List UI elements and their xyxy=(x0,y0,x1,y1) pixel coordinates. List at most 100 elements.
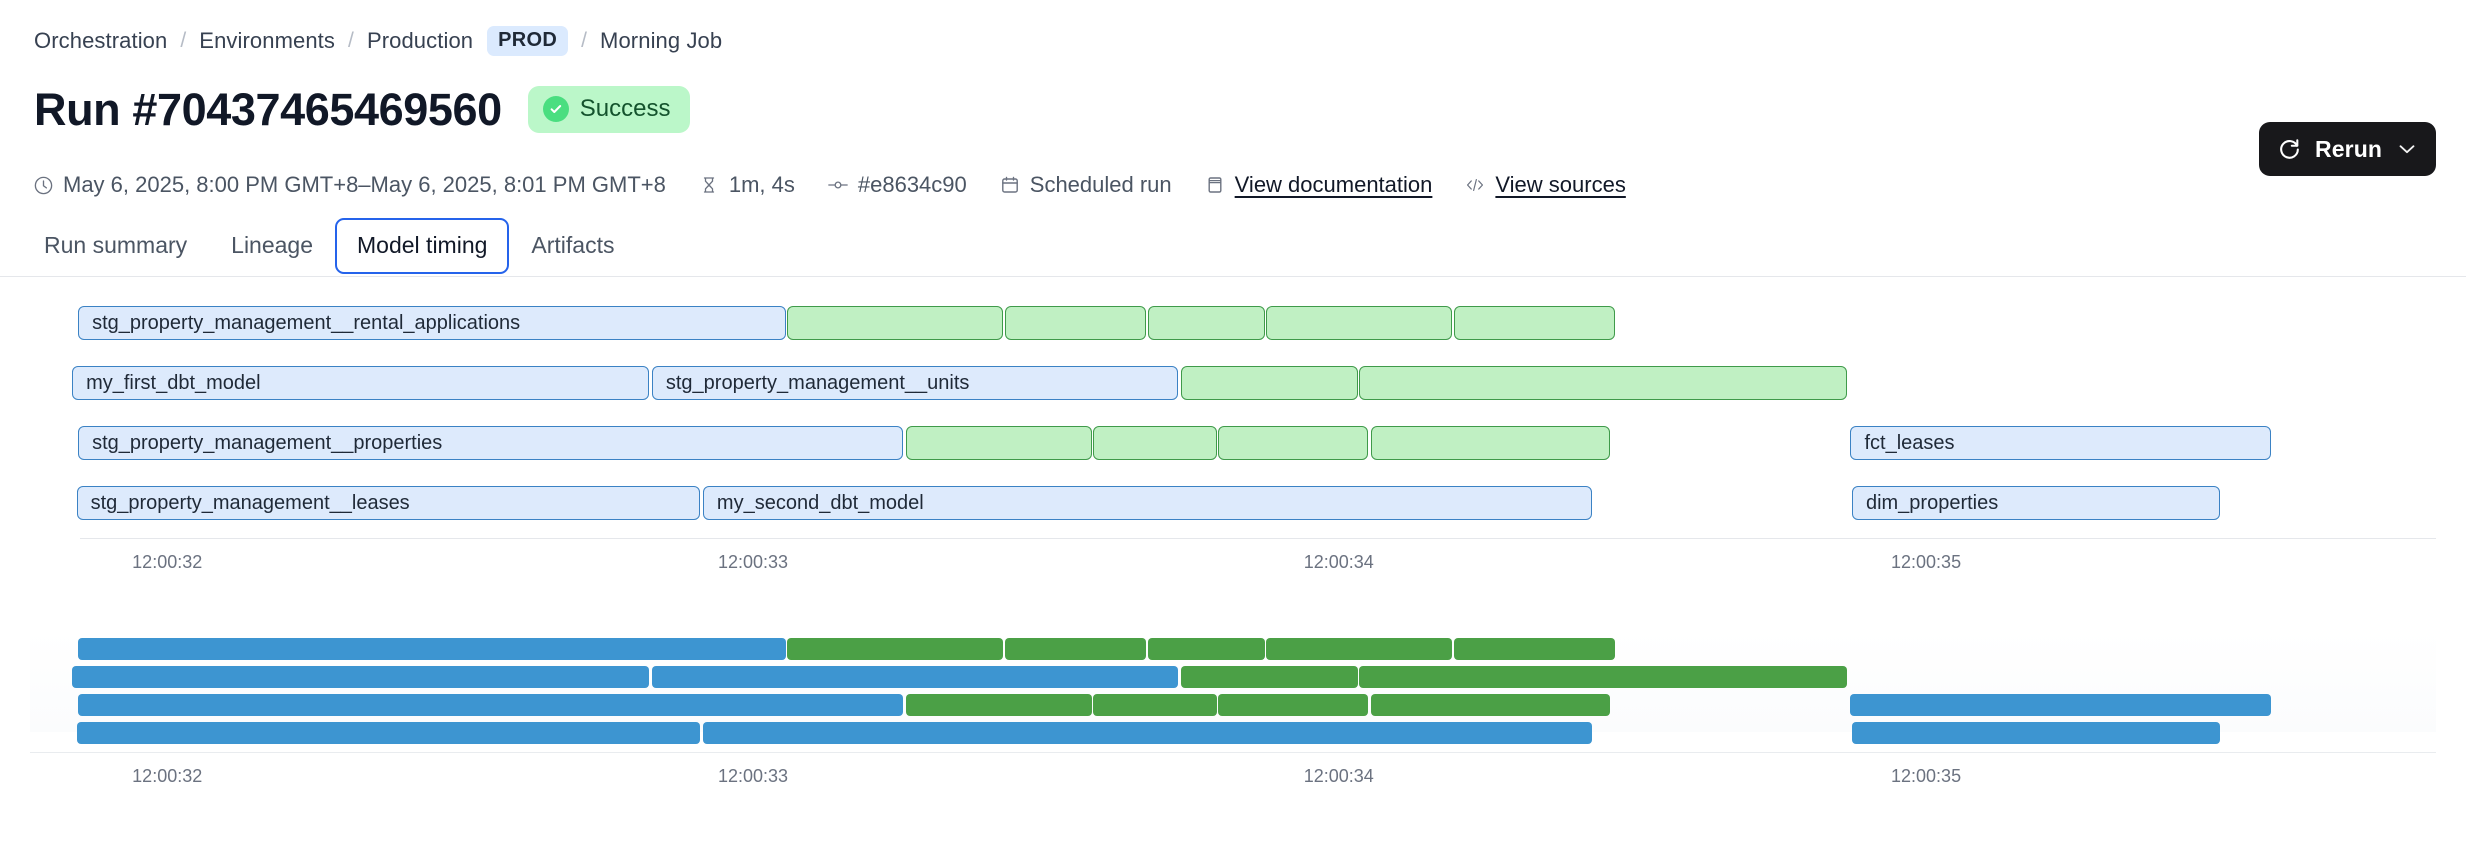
gantt-bar-label: stg_property_management__properties xyxy=(92,431,443,454)
overview-bar[interactable] xyxy=(1359,666,1848,688)
calendar-icon xyxy=(999,174,1021,196)
clock-icon xyxy=(32,174,54,196)
overview-bar[interactable] xyxy=(702,722,1593,744)
model-timing-gantt: stg_property_management__rental_applicat… xyxy=(0,300,2466,585)
gantt-bar-my_second_dbt_model[interactable]: my_second_dbt_model xyxy=(702,486,1593,520)
gantt-bar-label: dim_properties xyxy=(1865,491,1999,514)
overview-bar[interactable] xyxy=(1266,638,1453,660)
overview-bar[interactable] xyxy=(78,638,786,660)
view-documentation-link[interactable]: View documentation xyxy=(1234,172,1433,197)
overview-bar[interactable] xyxy=(78,694,903,716)
overview-bar[interactable] xyxy=(76,722,700,744)
hourglass-icon xyxy=(698,174,720,196)
rerun-button-label: Rerun xyxy=(2315,135,2382,162)
meta-commit: #e8634c90 xyxy=(827,172,967,198)
meta-trigger-label: Scheduled run xyxy=(1029,172,1172,197)
gantt-bar-stg_property_management__rental_applications[interactable]: stg_property_management__rental_applicat… xyxy=(78,306,786,340)
gantt-bar-test[interactable] xyxy=(1371,426,1611,460)
tab-bar-divider xyxy=(0,276,2466,277)
axis-tick-label: 12:00:33 xyxy=(717,552,789,572)
status-badge: Success xyxy=(527,86,691,133)
axis-tick-label: 12:00:34 xyxy=(1303,552,1374,572)
tab-model-timing[interactable]: Model timing xyxy=(335,218,510,274)
tab-artifacts[interactable]: Artifacts xyxy=(531,232,615,258)
gantt-bar-label: stg_property_management__rental_applicat… xyxy=(92,311,521,334)
gantt-bar-stg_property_management__units[interactable]: stg_property_management__units xyxy=(651,366,1178,400)
overview-bar[interactable] xyxy=(1851,722,2220,744)
breadcrumb-item-environments[interactable]: Environments xyxy=(199,28,335,53)
overview-axis-line xyxy=(30,752,2436,753)
gantt-bar-my_first_dbt_model[interactable]: my_first_dbt_model xyxy=(72,366,649,400)
gantt-bar-test[interactable] xyxy=(787,306,1004,340)
meta-commit-label: #e8634c90 xyxy=(857,172,967,197)
breadcrumb-item-orchestration[interactable]: Orchestration xyxy=(34,28,168,53)
code-icon xyxy=(1464,174,1486,196)
gantt-bar-test[interactable] xyxy=(1093,426,1217,460)
overview-bar[interactable] xyxy=(1850,694,2271,716)
overview-bar[interactable] xyxy=(905,694,1092,716)
breadcrumb-separator: / xyxy=(180,29,187,52)
meta-duration: 1m, 4s xyxy=(698,172,795,198)
overview-axis-tick-label: 12:00:35 xyxy=(1891,766,1962,786)
gantt-bar-test[interactable] xyxy=(905,426,1092,460)
meta-duration-label: 1m, 4s xyxy=(728,172,795,197)
git-commit-icon xyxy=(827,174,849,196)
gantt-bar-test[interactable] xyxy=(1147,306,1265,340)
meta-trigger: Scheduled run xyxy=(999,172,1172,198)
gantt-bar-test[interactable] xyxy=(1359,366,1848,400)
overview-bar[interactable] xyxy=(1371,694,1611,716)
axis-tick-label: 12:00:35 xyxy=(1891,552,1962,572)
gantt-bar-label: stg_property_management__units xyxy=(665,371,970,394)
gantt-bar-test[interactable] xyxy=(1180,366,1358,400)
overview-axis-tick-label: 12:00:34 xyxy=(1303,766,1374,786)
check-circle-icon xyxy=(542,96,569,122)
meta-sources[interactable]: View sources xyxy=(1464,172,1626,198)
gantt-bar-dim_properties[interactable]: dim_properties xyxy=(1851,486,2220,520)
overview-bar[interactable] xyxy=(787,638,1004,660)
gantt-bar-fct_leases[interactable]: fct_leases xyxy=(1850,426,2271,460)
meta-docs[interactable]: View documentation xyxy=(1204,172,1433,198)
overview-axis-tick-label: 12:00:32 xyxy=(132,766,203,786)
overview-bar[interactable] xyxy=(1453,638,1615,660)
gantt-row: stg_property_management__rental_applicat… xyxy=(0,306,2466,340)
overview-row xyxy=(0,694,2466,716)
gantt-bar-test[interactable] xyxy=(1004,306,1147,340)
overview-bar[interactable] xyxy=(1004,638,1147,660)
gantt-bar-test[interactable] xyxy=(1453,306,1615,340)
overview-row xyxy=(0,666,2466,688)
gantt-bar-label: stg_property_management__leases xyxy=(90,491,410,514)
gantt-row: stg_property_management__properties fct_l… xyxy=(0,426,2466,460)
gantt-bar-label: my_first_dbt_model xyxy=(86,371,261,394)
overview-bar[interactable] xyxy=(1218,694,1369,716)
view-sources-link[interactable]: View sources xyxy=(1495,172,1626,197)
gantt-bar-label: my_second_dbt_model xyxy=(716,491,924,514)
gantt-row: my_first_dbt_model stg_property_managemen… xyxy=(0,366,2466,400)
tab-lineage[interactable]: Lineage xyxy=(231,232,314,258)
breadcrumb-item-current: Morning Job xyxy=(600,28,723,53)
overview-bar[interactable] xyxy=(651,666,1178,688)
run-meta-row: May 6, 2025, 8:00 PM GMT+8–May 6, 2025, … xyxy=(32,172,1626,198)
rerun-button[interactable]: Rerun xyxy=(2259,122,2436,176)
breadcrumb-item-production[interactable]: Production xyxy=(366,28,474,53)
gantt-bar-test[interactable] xyxy=(1266,306,1453,340)
overview-row xyxy=(0,722,2466,744)
tab-run-summary[interactable]: Run summary xyxy=(44,232,188,258)
overview-bar[interactable] xyxy=(1147,638,1265,660)
environment-badge-prod: PROD xyxy=(487,26,569,56)
meta-timerange-label: May 6, 2025, 8:00 PM GMT+8–May 6, 2025, … xyxy=(63,172,666,197)
overview-bar[interactable] xyxy=(72,666,649,688)
overview-row xyxy=(0,638,2466,660)
gantt-bar-test[interactable] xyxy=(1218,426,1369,460)
chevron-down-icon[interactable] xyxy=(2398,143,2416,155)
gantt-row: stg_property_management__leases my_second… xyxy=(0,486,2466,520)
breadcrumb-separator: / xyxy=(581,29,588,52)
rerun-icon xyxy=(2277,137,2302,162)
overview-bar[interactable] xyxy=(1093,694,1217,716)
gantt-bar-stg_property_management__leases[interactable]: stg_property_management__leases xyxy=(76,486,700,520)
page-title: Run #70437465469560 xyxy=(34,84,502,135)
overview-bar[interactable] xyxy=(1180,666,1358,688)
gantt-bar-stg_property_management__properties[interactable]: stg_property_management__properties xyxy=(78,426,903,460)
tab-bar: Run summary Lineage Model timing Artifac… xyxy=(22,218,636,274)
